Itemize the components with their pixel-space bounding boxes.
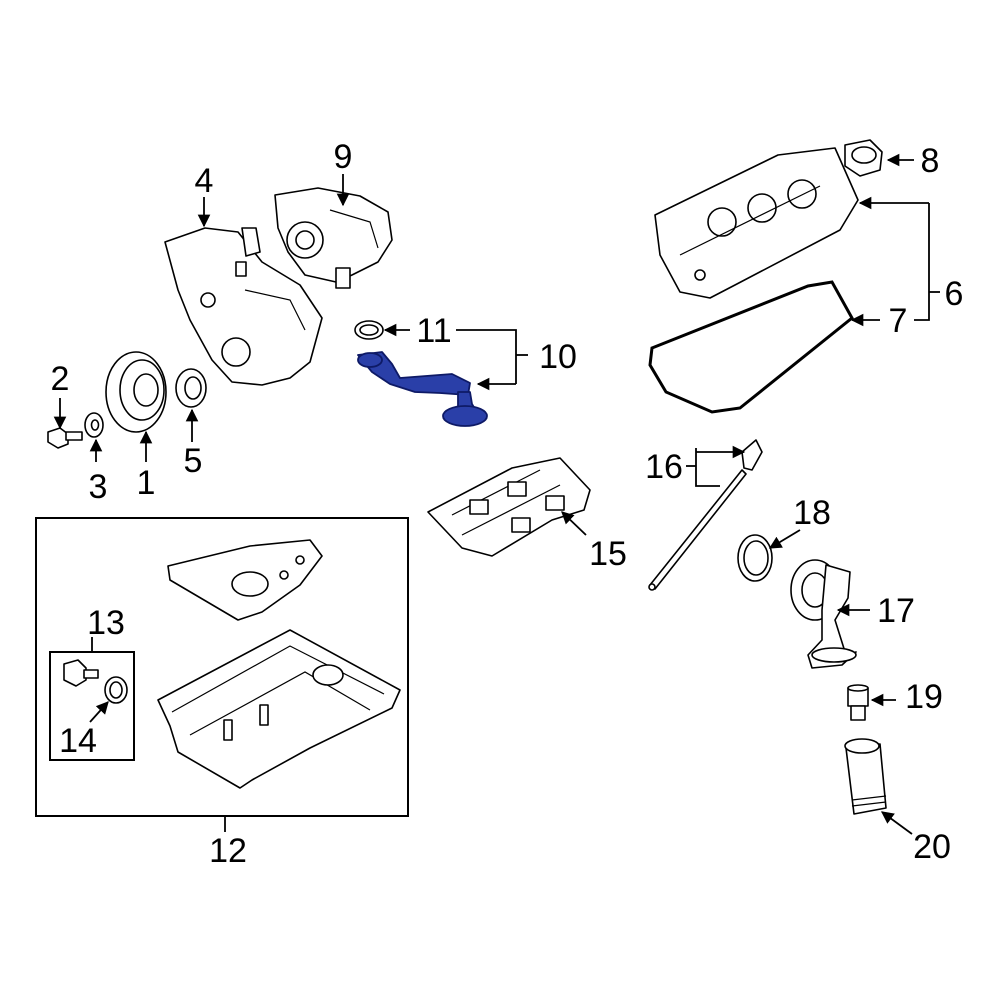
front-seal-part-5[interactable]	[175, 368, 207, 408]
callout-8: 8	[921, 142, 940, 180]
callout-11: 11	[416, 312, 451, 350]
callout-17: 17	[877, 592, 915, 630]
callout-6: 6	[945, 275, 964, 313]
callout-15: 15	[589, 535, 627, 573]
dipstick-part-16[interactable]	[648, 439, 763, 591]
washer-part-3[interactable]	[84, 412, 104, 438]
oil-pan[interactable]	[157, 629, 401, 789]
oil-pump-part-9[interactable]	[274, 187, 393, 289]
crank-pulley-part-1[interactable]	[105, 351, 167, 433]
o-ring-part-11[interactable]	[354, 320, 384, 340]
filter-nipple-part-19[interactable]	[847, 684, 869, 721]
callout-14: 14	[59, 722, 97, 760]
timing-cover-part-4[interactable]	[164, 227, 323, 386]
callout-4: 4	[195, 162, 214, 200]
oil-filler-cap-part-8[interactable]	[844, 139, 883, 177]
callout-7: 7	[889, 302, 908, 340]
oil-pan-baffle[interactable]	[167, 539, 323, 621]
callout-10: 10	[539, 338, 577, 376]
filter-adapter-gasket-part-18[interactable]	[737, 534, 773, 582]
callout-5: 5	[184, 442, 203, 480]
leader-lines	[53, 153, 940, 835]
drain-plug-part-13[interactable]	[63, 659, 99, 687]
callout-20: 20	[913, 828, 951, 866]
valve-cover-part-6[interactable]	[654, 147, 859, 299]
callout-2: 2	[51, 360, 70, 398]
callout-19: 19	[905, 678, 943, 716]
callout-1: 1	[137, 464, 156, 502]
oil-pan-kit-box-12	[35, 517, 409, 817]
callout-16: 16	[645, 448, 683, 486]
oil-filter-part-20[interactable]	[844, 738, 887, 815]
oil-filter-adapter-part-17[interactable]	[790, 559, 857, 669]
bolt-part-2[interactable]	[47, 427, 83, 449]
windage-tray-part-15[interactable]	[427, 457, 591, 557]
callout-labels: 1 2 3 4 5 6 7 8 9 10 11 12 13 14 15 16 1…	[51, 138, 964, 870]
callout-12: 12	[209, 832, 247, 870]
callout-18: 18	[793, 494, 831, 532]
callout-3: 3	[89, 468, 108, 506]
oil-pickup-tube-part-10[interactable]	[357, 351, 488, 427]
callout-9: 9	[334, 138, 353, 176]
drain-plug-gasket-part-14[interactable]	[104, 676, 128, 704]
callout-13: 13	[87, 604, 125, 642]
valve-cover-gasket-part-7[interactable]	[648, 280, 854, 414]
